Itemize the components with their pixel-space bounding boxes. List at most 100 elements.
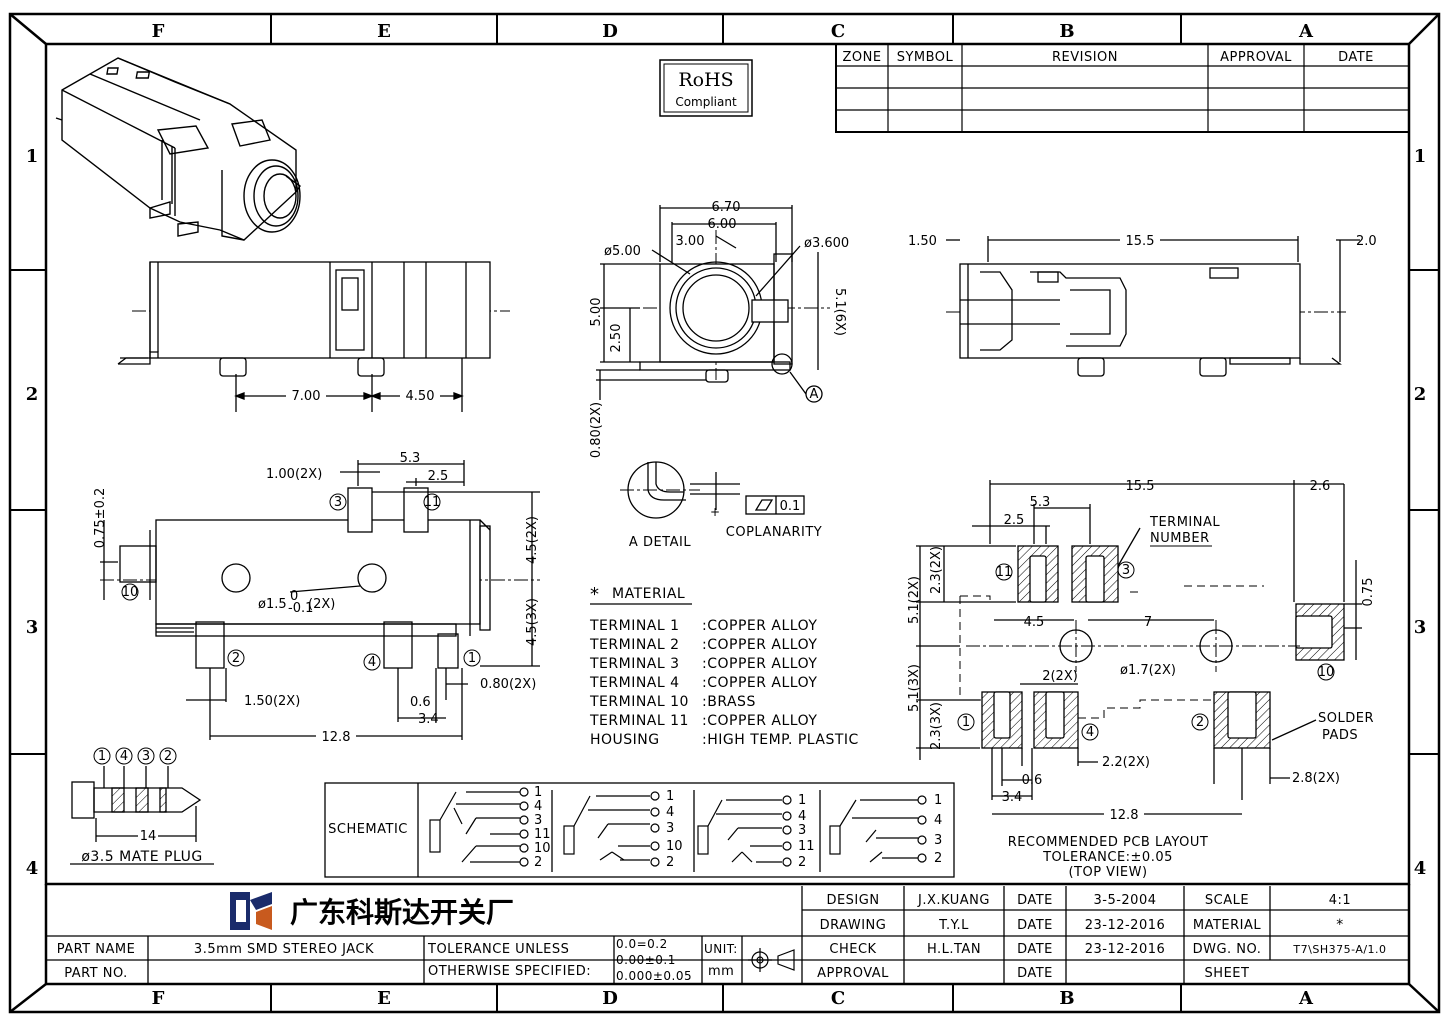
material-part: HOUSING (590, 732, 660, 748)
terminal-number: 3 (334, 495, 342, 510)
dim-top-0-6: 0.6 (410, 695, 431, 710)
part-name-label: PART NAME (57, 942, 136, 957)
tolerance-value-1: 0.0=0.2 (616, 937, 668, 951)
solder-pad (1033, 691, 1079, 749)
schematic-terminal: 1 (534, 785, 542, 800)
end-view (596, 205, 830, 403)
zone-label: D (602, 988, 618, 1009)
material-part: TERMINAL 4 (589, 675, 680, 691)
dim-side-1-50: 1.50 (908, 234, 937, 249)
dim-side-2-0: 2.0 (1356, 234, 1377, 249)
pcb-solder-pads-label-2: PADS (1322, 728, 1358, 743)
plug-terminal-callouts: 1 4 3 2 (93, 747, 177, 765)
check-date: 23-12-2016 (1085, 942, 1166, 957)
material-row: HOUSING :HIGH TEMP. PLASTIC (590, 732, 859, 748)
dim-front-4-5: 4.50 (406, 389, 435, 404)
design-value: J.X.KUANG (917, 893, 990, 908)
material-part: TERMINAL 2 (589, 637, 680, 653)
terminal-number: 1 (962, 715, 970, 730)
material-value: :COPPER ALLOY (702, 656, 817, 672)
schematic-terminal: 4 (534, 799, 542, 814)
pcb-dim-2-5: 2.5 (1004, 513, 1025, 528)
tolerance-label-2: OTHERWISE SPECIFIED: (428, 964, 591, 979)
zone-numbers: 1 2 3 4 1 2 3 4 (26, 146, 1427, 879)
schematic-terminal: 10 (666, 839, 683, 854)
zone-label: B (1059, 21, 1074, 42)
revision-table: ZONE SYMBOL REVISION APPROVAL DATE (835, 43, 1410, 133)
a-detail (620, 461, 805, 519)
material-part: TERMINAL 10 (589, 694, 689, 710)
zone-label: A (1298, 988, 1314, 1009)
jack-3d-view (55, 57, 301, 241)
zone-label: F (152, 988, 165, 1009)
schematic-set-3: 1 4 3 11 2 (697, 793, 815, 870)
schematic-terminal: 1 (666, 789, 674, 804)
schematic-terminal: 2 (934, 851, 942, 866)
material-row: TERMINAL 11 :COPPER ALLOY (589, 713, 817, 729)
schematic-terminal: 3 (934, 833, 942, 848)
terminal-number: 4 (120, 749, 128, 764)
dim-top-1-00: 1.00(2X) (266, 467, 322, 482)
schematic-label: SCHEMATIC (328, 822, 408, 837)
pcb-dim-2-8: 2.8(2X) (1292, 771, 1340, 786)
schematic-terminal: 10 (534, 841, 551, 856)
dim-end-dia3-6: ø3.600 (804, 236, 849, 251)
date-label: DATE (1017, 893, 1053, 908)
company-logo (230, 892, 272, 930)
zone-number: 1 (1414, 146, 1427, 167)
material-value: :COPPER ALLOY (702, 713, 817, 729)
zone-number: 2 (1414, 384, 1427, 405)
pcb-tolerance: TOLERANCE:±0.05 (1042, 850, 1173, 865)
dim-top-4-5-3x: 4.5(3X) (525, 598, 540, 646)
coplanarity-plus: + (710, 505, 721, 519)
dim-top-2-5: 2.5 (428, 469, 449, 484)
zone-number: 1 (26, 146, 39, 167)
dim-top-1-50: 1.50(2X) (244, 694, 300, 709)
unit-label: UNIT: (704, 942, 738, 956)
terminal-number: 10 (1318, 665, 1335, 680)
top-view (100, 460, 540, 740)
schematic-terminal: 4 (934, 813, 942, 828)
pcb-dim-2-3-2x: 2.3(2X) (929, 546, 944, 594)
material-part: TERMINAL 3 (589, 656, 680, 672)
dim-top-4-5-2x: 4.5(2X) (525, 516, 540, 564)
material-value: :HIGH TEMP. PLASTIC (702, 732, 859, 748)
drawing-date: 23-12-2016 (1085, 918, 1166, 933)
part-no-label: PART NO. (64, 966, 128, 981)
material-row: TERMINAL 3 :COPPER ALLOY (589, 656, 817, 672)
terminal-number: 11 (424, 495, 441, 510)
dim-end-5-00: 5.00 (589, 298, 604, 327)
dim-end-dia5: ø5.00 (604, 244, 641, 259)
pcb-dim-3-4: 3.4 (1002, 790, 1023, 805)
coplanarity-tol: 0.1 (780, 499, 801, 514)
rev-header-symbol: SYMBOL (897, 50, 954, 65)
dim-top-dia-tol-dn: -0.1 (288, 601, 313, 616)
tolerance-value-2: 0.00±0.1 (616, 953, 676, 967)
a-detail-label: A DETAIL (629, 535, 691, 550)
schematic-terminal: 4 (798, 809, 806, 824)
zone-label: B (1059, 988, 1074, 1009)
part-name-value: 3.5mm SMD STEREO JACK (194, 942, 374, 957)
title-block (46, 886, 1409, 984)
rohs-subtitle: Compliant (675, 95, 737, 109)
schematic-terminal: 11 (798, 839, 815, 854)
terminal-number: 1 (98, 749, 106, 764)
schematic-terminal: 3 (666, 821, 674, 836)
solder-pad (981, 691, 1023, 749)
dim-top-dia1-5: ø1.5 0 -0.1 (2X) (258, 589, 335, 616)
schematic-set-4: 1 4 3 2 (829, 793, 942, 866)
pcb-dim-5-3: 5.3 (1030, 495, 1051, 510)
material-value: :COPPER ALLOY (702, 618, 817, 634)
material-part: TERMINAL 1 (589, 618, 680, 634)
terminal-number: 2 (232, 651, 240, 666)
projection-symbol-icon (748, 948, 795, 972)
zone-label: A (1298, 21, 1314, 42)
pcb-dim-0-6: 0.6 (1022, 773, 1043, 788)
check-value: H.L.TAN (927, 942, 981, 957)
pcb-dim-4-5: 4.5 (1024, 615, 1045, 630)
pcb-dim-0-75: 0.75 (1361, 578, 1376, 607)
zone-number: 2 (26, 384, 39, 405)
dim-end-2-50: 2.50 (609, 324, 624, 353)
terminal-number: 4 (1086, 725, 1094, 740)
zone-label: E (377, 21, 391, 42)
